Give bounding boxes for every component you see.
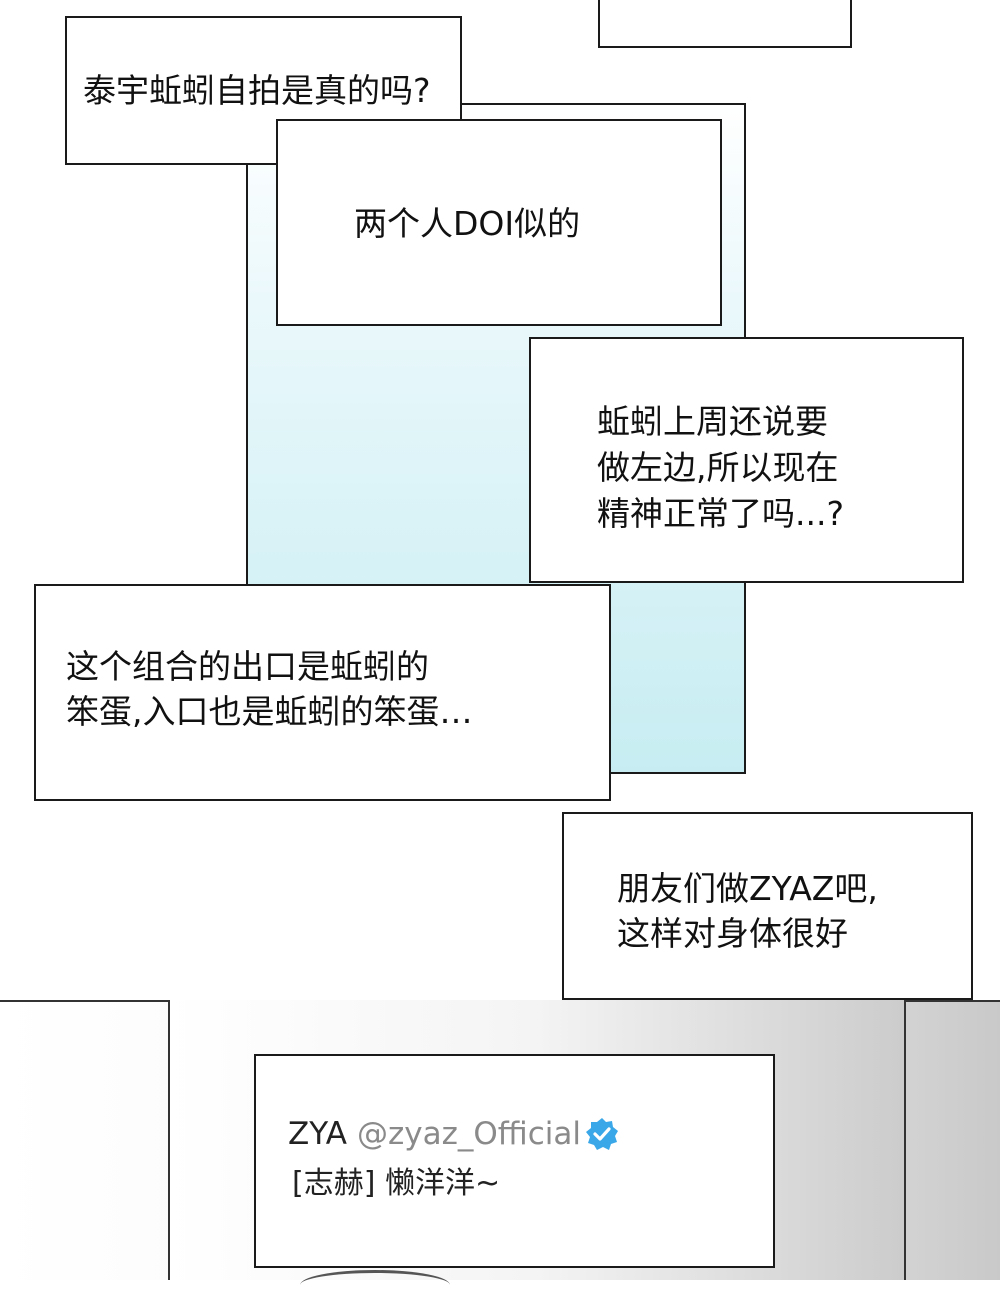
- verified-badge-icon: [585, 1117, 619, 1151]
- tweet-card: ZYA @zyaz_Official [志赫] 懒洋洋~: [254, 1054, 775, 1268]
- tweet-header: ZYA @zyaz_Official: [288, 1114, 619, 1154]
- tweet-text: [志赫] 懒洋洋~: [292, 1166, 501, 1201]
- speech-text-4: 这个组合的出口是蚯蚓的 笨蛋,入口也是蚯蚓的笨蛋…: [66, 644, 473, 734]
- speech-text-4-line-2: 笨蛋,入口也是蚯蚓的笨蛋…: [66, 692, 473, 731]
- speech-text-3: 蚯蚓上周还说要 做左边,所以现在 精神正常了吗...?: [597, 399, 844, 537]
- tweet-author-name: ZYA: [288, 1116, 347, 1152]
- speech-box-1: 泰宇蚯蚓自拍是真的吗?: [65, 16, 462, 165]
- tweet-author-handle: @zyaz_Official: [356, 1116, 582, 1152]
- speech-text-2: 两个人DOI似的: [354, 204, 581, 243]
- speech-text-3-line-1: 蚯蚓上周还说要: [597, 402, 828, 441]
- speech-text-3-line-3: 精神正常了吗...?: [597, 494, 844, 533]
- character-hair-edge: [300, 1270, 450, 1300]
- speech-text-4-line-1: 这个组合的出口是蚯蚓的: [66, 647, 429, 686]
- speech-box-4: 这个组合的出口是蚯蚓的 笨蛋,入口也是蚯蚓的笨蛋…: [34, 584, 611, 801]
- speech-box-3: 蚯蚓上周还说要 做左边,所以现在 精神正常了吗...?: [529, 337, 964, 583]
- speech-text-1: 泰宇蚯蚓自拍是真的吗?: [83, 71, 431, 110]
- top-panel-fragment: [598, 0, 852, 48]
- speech-text-3-line-2: 做左边,所以现在: [597, 448, 839, 487]
- speech-text-5: 朋友们做ZYAZ吧, 这样对身体很好: [617, 866, 878, 956]
- speech-text-5-line-2: 这样对身体很好: [617, 914, 848, 953]
- speech-text-5-line-1: 朋友们做ZYAZ吧,: [617, 869, 878, 908]
- speech-box-5: 朋友们做ZYAZ吧, 这样对身体很好: [562, 812, 973, 1000]
- speech-box-2: 两个人DOI似的: [276, 119, 722, 326]
